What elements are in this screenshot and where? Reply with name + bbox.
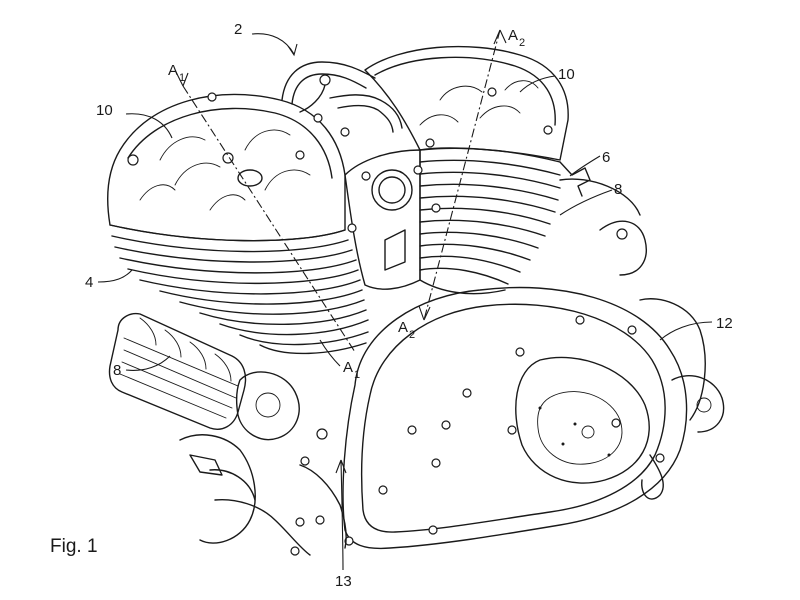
leader-lines	[97, 33, 713, 571]
axis-a2-top-letter: A	[508, 27, 518, 44]
ref-13: 13	[335, 573, 352, 590]
reference-numerals: 2 10 10 6 8 4 8 12 13	[85, 21, 733, 590]
axis-a1-line	[182, 85, 356, 353]
breather-hose	[281, 61, 403, 137]
axis-a1-bottom-sub: 1	[354, 369, 360, 381]
cylinder-axes	[175, 29, 507, 353]
ref-8-right: 8	[614, 181, 622, 198]
cover-bolts	[290, 228, 665, 556]
starter-motor	[179, 371, 347, 556]
ref-10-left: 10	[96, 102, 113, 119]
axis-labels: A 1 A 2 A 2 A 1	[168, 27, 525, 381]
axis-a1-bottom-letter: A	[343, 359, 353, 376]
crankcase-cover	[342, 178, 725, 550]
axis-a2-bottom-sub: 2	[409, 329, 415, 341]
oil-cooler	[108, 312, 247, 430]
axis-a1-top-sub: 1	[179, 72, 185, 84]
ref-12: 12	[716, 315, 733, 332]
rear-cylinder-head	[364, 45, 569, 161]
axis-a2-bottom-letter: A	[398, 319, 408, 336]
ref-8-left: 8	[113, 362, 121, 379]
front-cylinder-fins	[109, 224, 369, 355]
ref-2: 2	[234, 21, 242, 38]
figure-caption: Fig. 1	[50, 536, 98, 557]
axis-a1-top-letter: A	[168, 62, 178, 79]
front-cylinder-head	[107, 92, 346, 242]
rear-cylinder-fins	[419, 147, 591, 295]
ref-10-right: 10	[558, 66, 575, 83]
ref-6: 6	[602, 149, 610, 166]
ref-4: 4	[85, 274, 93, 291]
axis-a2-line	[423, 29, 501, 321]
intake-manifold	[344, 149, 441, 290]
axis-a2-top-sub: 2	[519, 37, 525, 49]
